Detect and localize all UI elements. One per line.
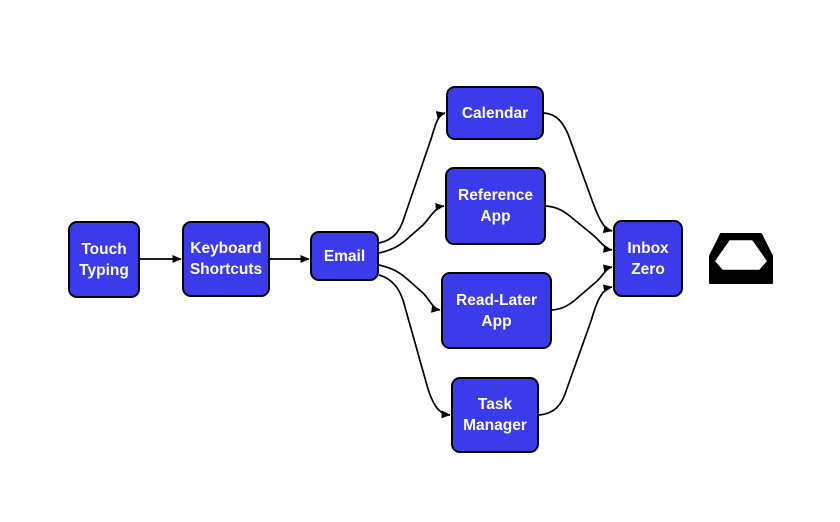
edge-task-manager-inbox-zero [538,284,613,416]
inbox-tray-icon [709,233,773,284]
node-read-later-app: Read-Later App [441,272,552,349]
node-task-manager-label: Task Manager [463,396,527,434]
node-reference-app-label: Reference App [458,187,533,225]
node-calendar: Calendar [446,86,544,140]
edge-reference-app-inbox-zero [545,205,613,253]
node-keyboard-shortcuts: Keyboard Shortcuts [182,221,270,297]
edge-email-calendar [378,111,446,244]
edge-read-later-app-inbox-zero [551,264,613,311]
edge-calendar-inbox-zero [543,112,613,234]
edge-email-read-later-app [378,264,441,313]
node-reference-app: Reference App [445,167,546,245]
node-email: Email [310,231,379,281]
edge-email-reference-app [378,202,445,254]
node-touch-typing: Touch Typing [68,221,140,298]
edge-email-task-manager [378,274,451,419]
node-touch-typing-label: Touch Typing [79,240,129,279]
node-calendar-label: Calendar [461,104,529,122]
node-keyboard-shortcuts-label: Keyboard Shortcuts [189,240,263,278]
node-inbox-zero: Inbox Zero [613,220,683,297]
node-inbox-zero-label: Inbox Zero [627,239,669,278]
node-task-manager: Task Manager [451,377,539,453]
node-email-label: Email [323,247,366,265]
node-read-later-app-label: Read-Later App [456,291,537,330]
